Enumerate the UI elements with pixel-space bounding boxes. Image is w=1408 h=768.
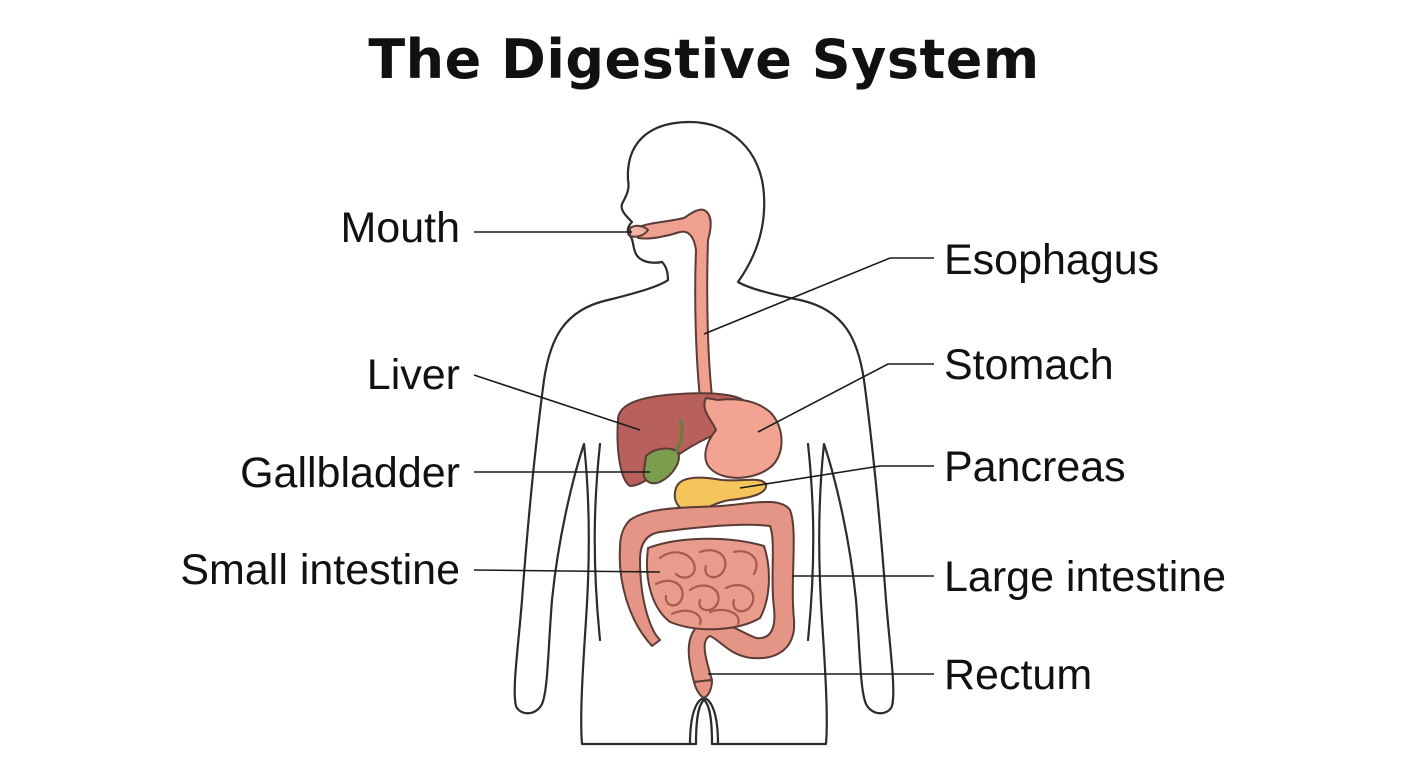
small-intestine-organ <box>646 537 770 631</box>
oral-cavity-shape <box>635 208 713 399</box>
label-large-intestine: Large intestine <box>944 553 1226 601</box>
pancreas-leader <box>739 465 934 489</box>
rectum-organ <box>693 679 713 699</box>
label-mouth: Mouth <box>340 204 460 252</box>
small-intestine-leader <box>473 569 661 573</box>
stomach-organ <box>703 397 783 479</box>
bile-duct <box>674 419 684 453</box>
leader-lines <box>473 231 934 675</box>
small-intestine-coils <box>654 549 758 626</box>
leg-split <box>688 696 720 746</box>
liver-leader <box>473 374 641 431</box>
label-rectum: Rectum <box>944 651 1092 699</box>
esophagus-leader <box>703 257 934 335</box>
small-intestine-mass <box>646 537 770 631</box>
gallbladder-organ <box>642 447 680 485</box>
label-gallbladder: Gallbladder <box>240 449 460 497</box>
right-arm-line <box>806 442 815 642</box>
label-pancreas: Pancreas <box>944 443 1126 491</box>
left-arm-line <box>593 442 602 642</box>
labels: Mouth Esophagus Liver Stomach Gallbladde… <box>180 204 1226 699</box>
body-outline <box>513 120 895 746</box>
label-liver: Liver <box>367 351 460 399</box>
diagram-title: The Digestive System <box>368 28 1040 91</box>
body-silhouette <box>513 120 895 746</box>
stomach-leader <box>757 363 934 433</box>
esophagus-organ <box>629 208 713 399</box>
label-esophagus: Esophagus <box>944 236 1159 284</box>
mouth-lips <box>629 224 649 238</box>
label-small-intestine: Small intestine <box>180 546 460 594</box>
label-stomach: Stomach <box>944 341 1114 389</box>
